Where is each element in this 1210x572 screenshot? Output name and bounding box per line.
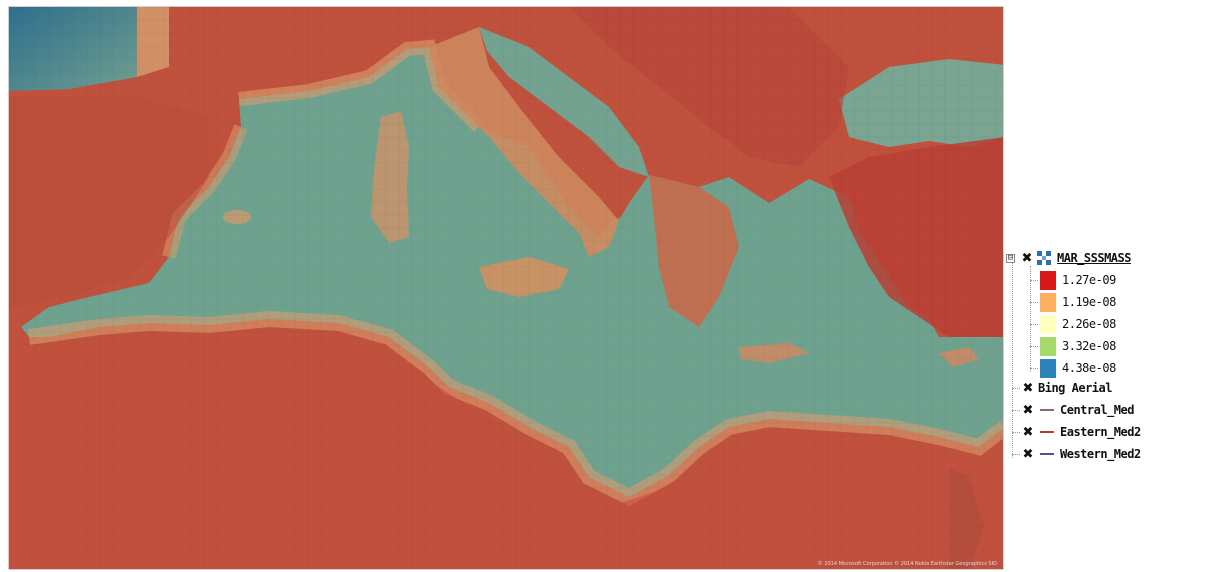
line-symbol <box>1040 431 1054 433</box>
legend-class-row: 1.27e-09 <box>1040 270 1116 290</box>
visibility-checkbox[interactable]: ✖ <box>1022 424 1034 440</box>
layer-name[interactable]: Bing Aerial <box>1038 381 1112 395</box>
layer-name[interactable]: Central_Med <box>1060 403 1134 417</box>
line-symbol <box>1040 409 1054 411</box>
layer-row-central-med[interactable]: ✖ Central_Med <box>1022 400 1135 420</box>
layer-row-bing-aerial[interactable]: ✖ Bing Aerial <box>1022 378 1113 398</box>
visibility-checkbox[interactable]: ✖ <box>1022 380 1034 396</box>
class-swatch <box>1040 292 1056 312</box>
class-value: 3.32e-08 <box>1062 339 1116 353</box>
class-swatch <box>1040 358 1056 378</box>
line-symbol <box>1040 453 1054 455</box>
layer-row-eastern-med2[interactable]: ✖ Eastern_Med2 <box>1022 422 1142 442</box>
legend-class-row: 4.38e-08 <box>1040 358 1116 378</box>
raster-grid <box>9 7 1003 569</box>
class-value: 1.27e-09 <box>1062 273 1116 287</box>
map-attribution: © 2014 Microsoft Corporation © 2014 Noki… <box>817 561 997 567</box>
layer-row-western-med2[interactable]: ✖ Western_Med2 <box>1022 444 1142 464</box>
sea-salt-raster-map <box>9 7 1003 569</box>
collapse-icon[interactable]: ⊟ <box>1006 252 1015 263</box>
class-value: 2.26e-08 <box>1062 317 1116 331</box>
raster-layer-icon <box>1037 251 1051 265</box>
class-swatch <box>1040 314 1056 334</box>
layer-row-mar-sssmass[interactable]: ⊟ ✖ MAR_SSSMASS <box>1006 248 1131 268</box>
layer-name[interactable]: MAR_SSSMASS <box>1057 251 1131 265</box>
visibility-checkbox[interactable]: ✖ <box>1022 446 1034 462</box>
class-value: 1.19e-08 <box>1062 295 1116 309</box>
visibility-checkbox[interactable]: ✖ <box>1022 402 1034 418</box>
class-value: 4.38e-08 <box>1062 361 1116 375</box>
map-canvas[interactable]: © 2014 Microsoft Corporation © 2014 Noki… <box>8 6 1004 570</box>
visibility-checkbox[interactable]: ✖ <box>1021 250 1033 266</box>
legend-class-row: 3.32e-08 <box>1040 336 1116 356</box>
class-swatch <box>1040 270 1056 290</box>
layer-name[interactable]: Eastern_Med2 <box>1060 425 1141 439</box>
legend-class-row: 1.19e-08 <box>1040 292 1116 312</box>
layer-name[interactable]: Western_Med2 <box>1060 447 1141 461</box>
class-swatch <box>1040 336 1056 356</box>
legend-class-row: 2.26e-08 <box>1040 314 1116 334</box>
